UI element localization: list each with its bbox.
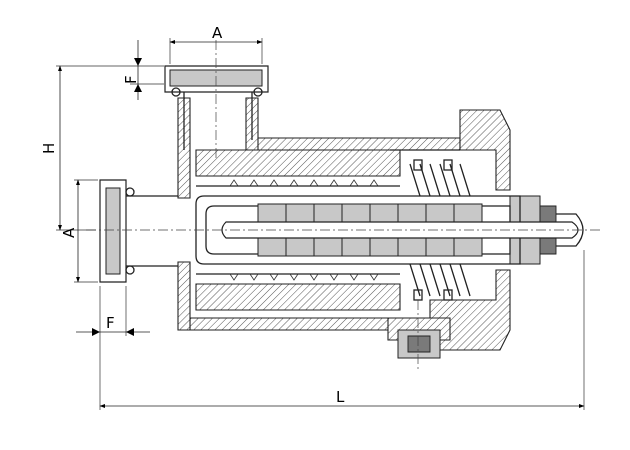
left-seal-bottom <box>125 265 135 275</box>
piston-inner <box>205 205 511 255</box>
left-pipe <box>126 195 178 267</box>
spring-coils <box>229 159 471 301</box>
upper-spring <box>409 159 471 197</box>
left-flange-ring <box>105 187 121 275</box>
dim-left-width-label: A <box>60 227 78 238</box>
top-inlet-pipe <box>183 84 253 150</box>
sleeve-small-coils <box>229 179 379 281</box>
center-lines <box>86 40 600 372</box>
dim-top-flange-label: F <box>122 75 140 84</box>
dim-left-flange-label: F <box>106 314 115 332</box>
piston-outer <box>195 195 521 265</box>
lower-spring <box>409 263 471 301</box>
top-seal-left <box>171 87 181 97</box>
left-seal-top <box>125 187 135 197</box>
stem-cap <box>556 213 584 247</box>
dim-height-label: H <box>40 143 58 154</box>
dimension-annotations: A F H A F L <box>40 24 585 410</box>
dim-length-label: L <box>336 388 345 406</box>
end-cap-top <box>459 109 511 191</box>
drain-plug-core <box>407 335 431 353</box>
sleeve-top <box>195 149 401 177</box>
barrel-top-wall <box>255 137 461 151</box>
top-seal-right <box>253 87 263 97</box>
body-left-wall-lower <box>177 261 191 331</box>
dim-top-width-label: A <box>212 24 223 42</box>
sleeve-bottom <box>195 283 401 311</box>
barrel-bottom-wall <box>189 317 391 331</box>
